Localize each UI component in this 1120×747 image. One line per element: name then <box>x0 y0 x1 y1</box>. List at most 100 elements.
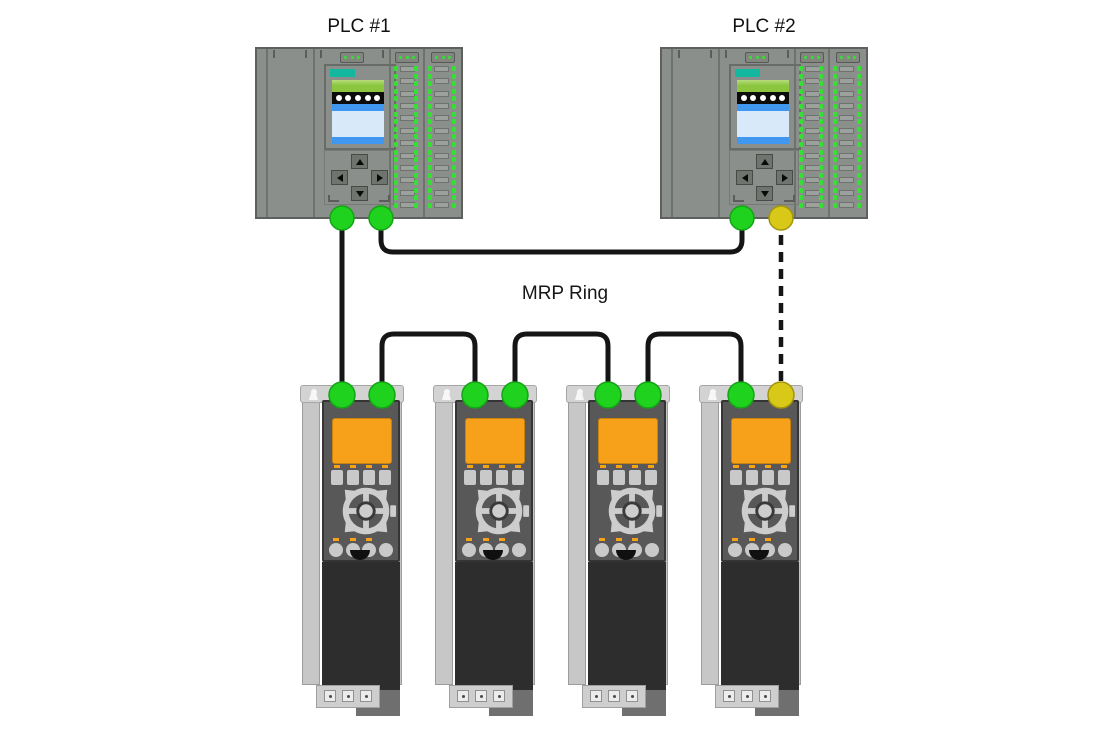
terminal-slot <box>839 78 854 85</box>
badge-led <box>411 56 415 59</box>
operation-button <box>728 543 742 557</box>
screen-footer-bar <box>332 137 384 144</box>
module-seam <box>671 49 673 217</box>
drive-4 <box>699 385 803 717</box>
panel-notch <box>616 550 636 560</box>
led-tick <box>600 465 606 468</box>
led-tick <box>482 538 489 541</box>
io-led <box>799 164 803 170</box>
io-led <box>819 157 823 163</box>
arrow-up-icon <box>760 158 769 165</box>
io-led <box>414 126 418 132</box>
led-tick <box>616 465 622 468</box>
terminal-slot <box>805 103 820 110</box>
io-led <box>452 81 456 87</box>
terminal-slot <box>434 78 449 85</box>
io-led <box>833 172 837 178</box>
terminal-slot <box>839 115 854 122</box>
screen-title-bar <box>737 104 789 111</box>
drive-nav-wheel <box>342 487 397 535</box>
mounting-rail <box>568 399 586 685</box>
plc-power-module <box>662 49 720 217</box>
keyhole-icon <box>386 389 395 400</box>
keyhole-icon <box>519 389 528 400</box>
plc-io-module <box>391 49 425 217</box>
led-tick <box>466 538 472 541</box>
function-button <box>730 470 742 485</box>
function-button <box>464 470 476 485</box>
plc-io-module <box>425 49 461 217</box>
io-led <box>857 172 861 178</box>
terminal-slot <box>805 78 820 85</box>
terminal-block <box>457 690 469 702</box>
io-led <box>799 81 803 87</box>
terminal-slot <box>400 90 415 97</box>
terminal-block <box>475 690 487 702</box>
io-led <box>452 142 456 148</box>
io-led <box>452 73 456 79</box>
screen-footer-bar <box>737 137 789 144</box>
plc-cpu-module <box>720 49 801 217</box>
io-led <box>799 187 803 193</box>
status-led-bar <box>735 69 760 77</box>
terminal-slot <box>839 140 854 147</box>
panel-notch <box>749 550 769 560</box>
led-badge <box>745 52 769 63</box>
led-tick <box>333 538 339 541</box>
terminal-slot <box>400 201 415 208</box>
io-led <box>799 134 803 140</box>
io-led <box>414 202 418 208</box>
led-badge <box>395 52 419 63</box>
terminal-slot <box>400 78 415 85</box>
drive-1 <box>300 385 404 717</box>
io-led <box>857 96 861 102</box>
io-led <box>452 111 456 117</box>
arrow-right-button <box>371 170 388 185</box>
plc-screen <box>332 80 384 144</box>
terminal-slot <box>434 103 449 110</box>
function-button <box>363 470 375 485</box>
drive-control-panel <box>455 400 533 562</box>
function-button <box>480 470 492 485</box>
operation-button <box>378 543 393 557</box>
drive-body <box>588 562 666 690</box>
operation-button <box>462 543 476 557</box>
terminal-slot <box>434 90 449 97</box>
function-button <box>613 470 625 485</box>
terminal-bracket <box>316 685 380 708</box>
screen-header-bar <box>737 80 789 92</box>
led-column <box>394 66 398 208</box>
led-column <box>857 66 861 208</box>
terminal-block <box>360 690 372 702</box>
plc-label: PLC #2 <box>732 16 796 37</box>
led-tick <box>733 465 739 468</box>
io-led <box>428 142 432 148</box>
badge-led <box>441 56 445 59</box>
io-led <box>857 187 861 193</box>
io-led <box>394 104 398 110</box>
led-column <box>799 66 803 208</box>
led-tick <box>648 465 654 468</box>
io-led <box>799 202 803 208</box>
function-button <box>331 470 343 485</box>
led-tick <box>732 538 738 541</box>
tick-mark <box>320 50 322 58</box>
led-column <box>414 66 418 208</box>
io-led <box>394 195 398 201</box>
io-led <box>452 187 456 193</box>
io-led <box>857 157 861 163</box>
terminal-slot <box>400 189 415 196</box>
io-led <box>394 164 398 170</box>
led-tick <box>615 538 622 541</box>
nav-key-dot <box>740 95 747 101</box>
io-led <box>799 73 803 79</box>
io-led <box>833 73 837 79</box>
badge-led <box>405 56 409 59</box>
arrow-right-button <box>776 170 793 185</box>
io-led <box>857 149 861 155</box>
led-tick <box>499 465 505 468</box>
badge-led <box>749 56 753 59</box>
badge-led <box>846 56 850 59</box>
badge-led <box>804 56 808 59</box>
nav-key-dot <box>769 95 776 101</box>
